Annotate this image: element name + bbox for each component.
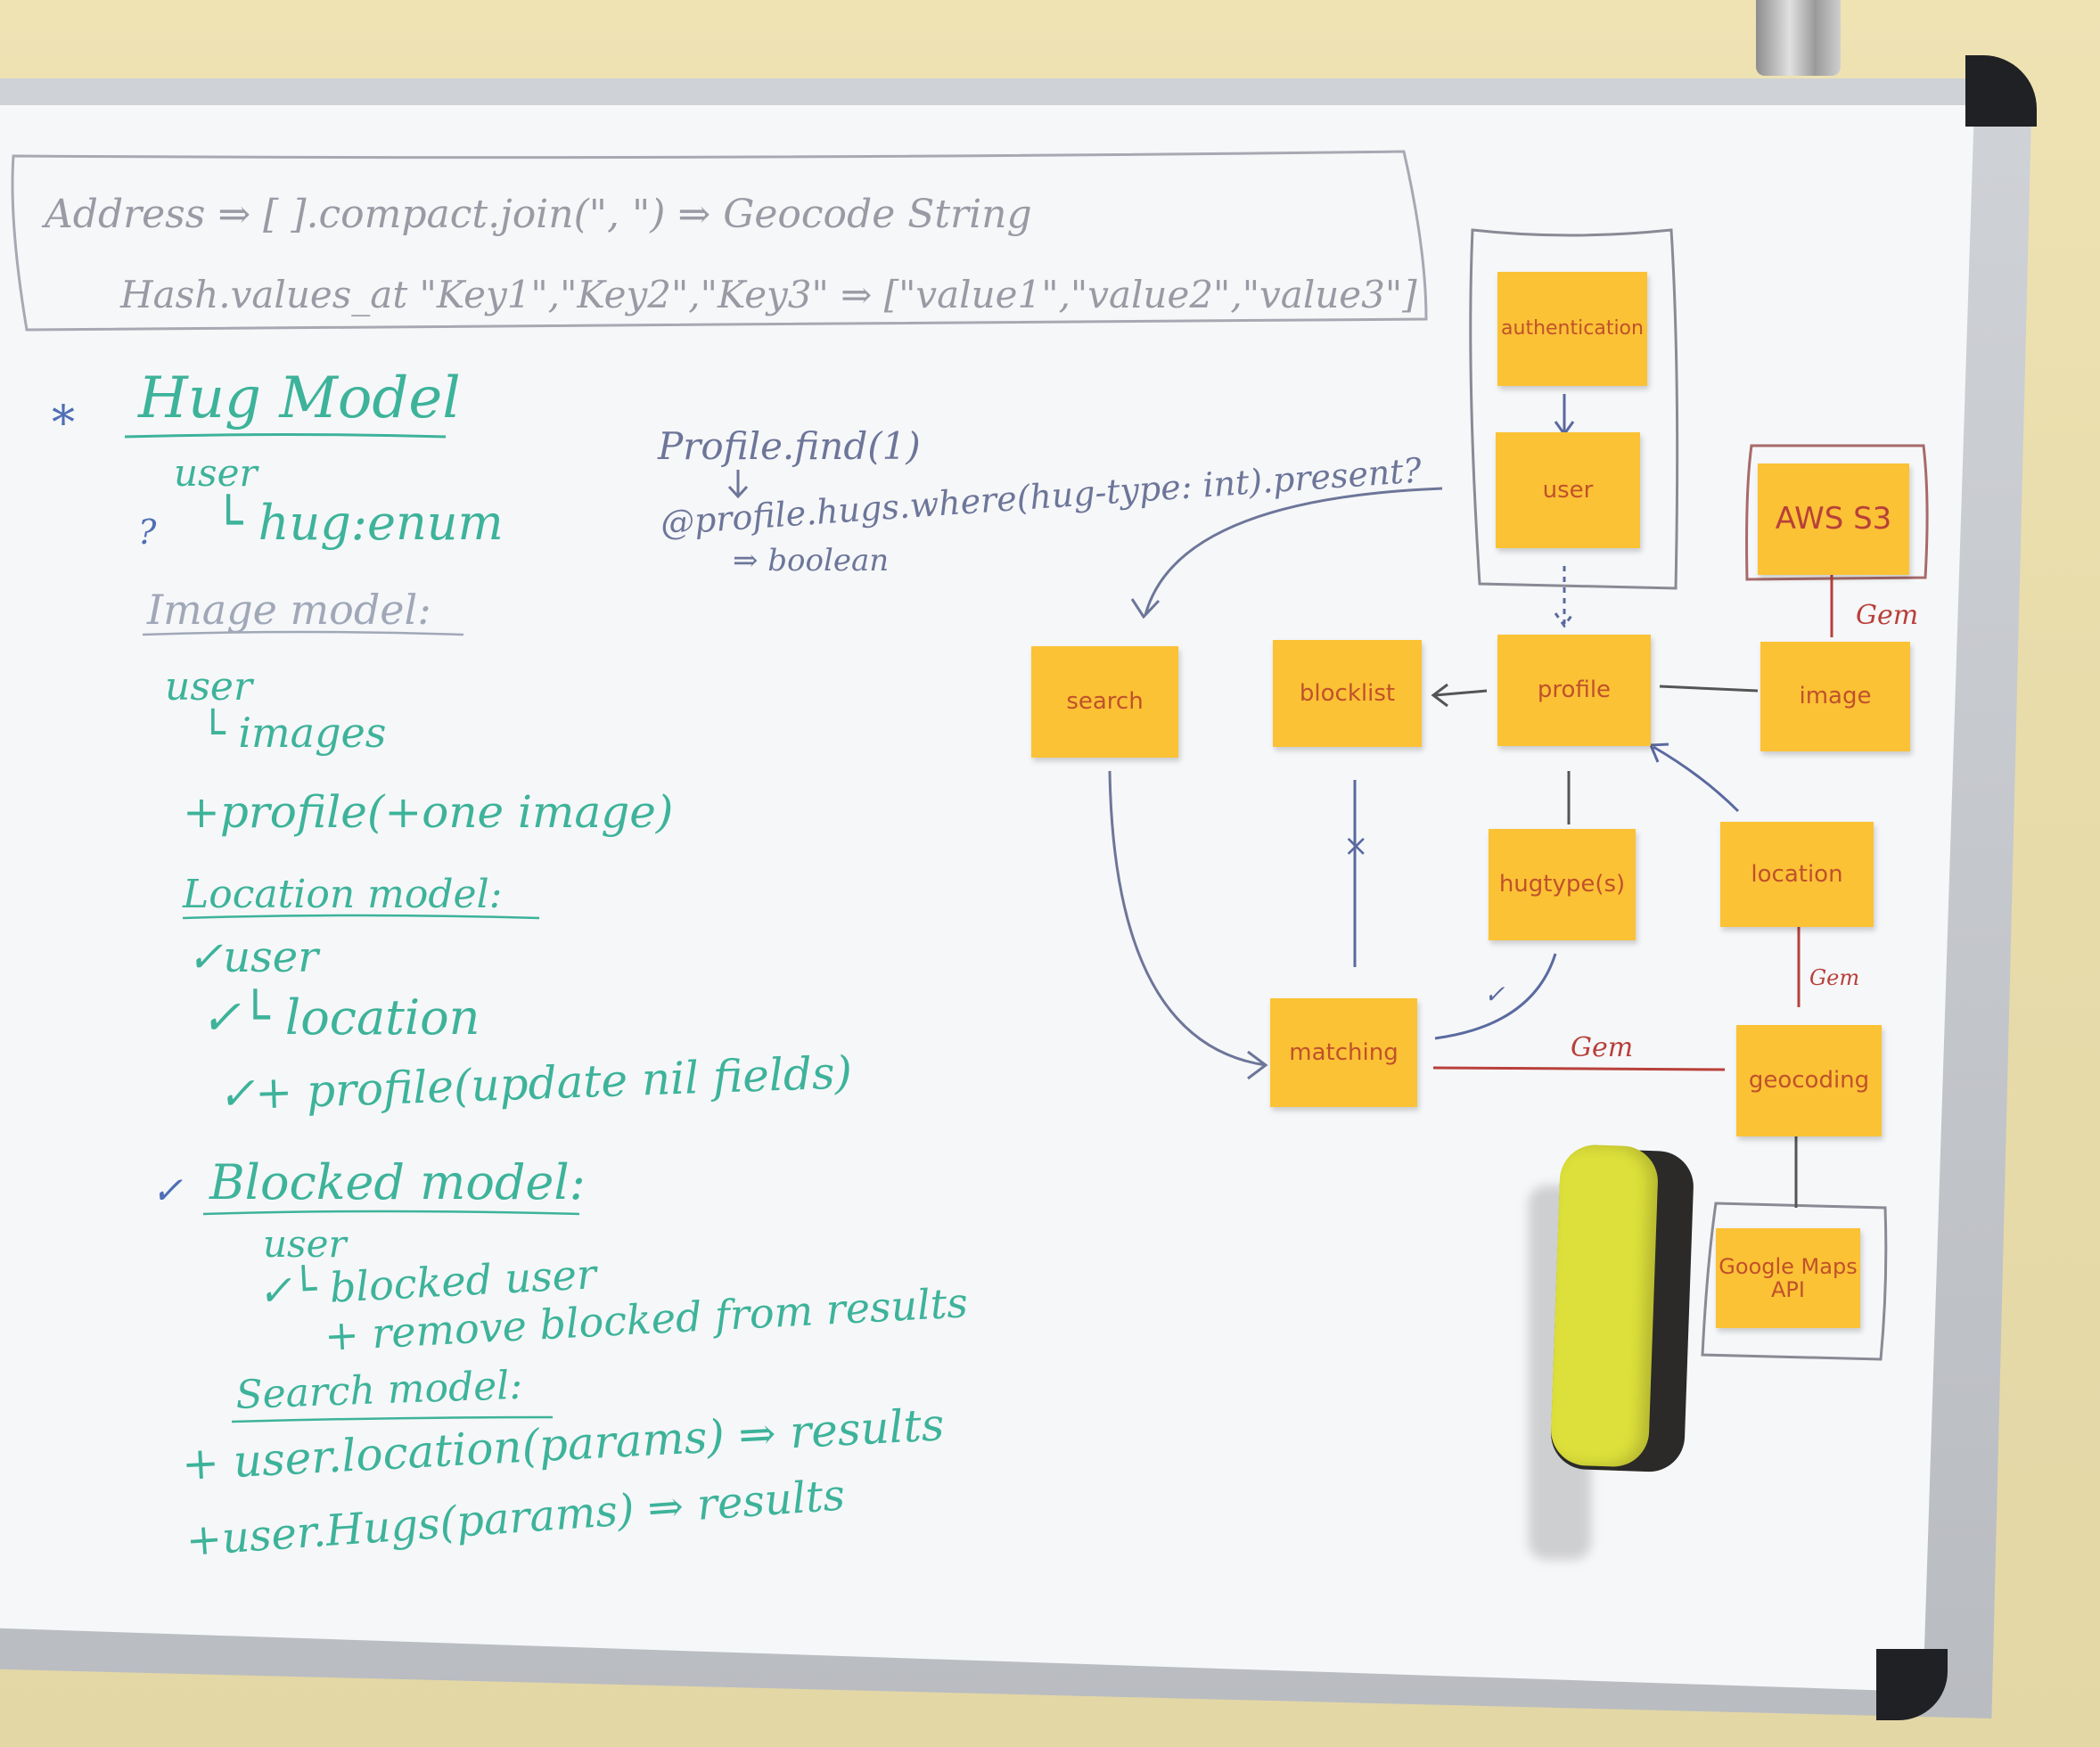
maps-group-outline — [1701, 1202, 1888, 1361]
location-profile: ✓+ profile(update nil fields) — [217, 1046, 853, 1120]
check-mark: ✓ — [1484, 980, 1505, 1009]
location-model-underline — [182, 914, 540, 920]
star-mark: * — [52, 397, 75, 450]
top-box-line2: Hash.values_at "Key1","Key2","Key3" ⇒ ["… — [119, 273, 1417, 316]
note-authentication: authentication — [1497, 272, 1647, 386]
blocked-model-title: Blocked model: — [209, 1154, 586, 1210]
search-model-title: Search model: — [235, 1363, 523, 1418]
image-profile: +profile(+one image) — [183, 786, 673, 838]
hug-model-title: Hug Model — [137, 365, 461, 431]
note-user: user — [1496, 432, 1640, 548]
down-arrow-icon — [727, 470, 749, 499]
gem-aws-label: Gem — [1856, 600, 1918, 631]
hug-user: user — [174, 451, 259, 495]
user-to-profile-arrow — [1554, 566, 1575, 628]
top-box-line1: Address ⇒ [ ].compact.join(", ") ⇒ Geoco… — [41, 192, 1032, 237]
note-blocklist: blocklist — [1273, 640, 1422, 747]
location-model-title: Location model: — [182, 872, 502, 917]
matching-geocoding-line — [1432, 1066, 1726, 1071]
location-user: ✓user — [187, 932, 321, 982]
location-to-profile-arrow — [1648, 742, 1740, 813]
note-search: search — [1031, 646, 1178, 758]
image-user: user — [165, 664, 255, 709]
location-location: ✓└ location — [201, 988, 480, 1046]
note-geocoding: geocoding — [1736, 1025, 1882, 1136]
note-image: image — [1760, 642, 1910, 751]
auth-group-outline — [1469, 228, 1679, 590]
note-hugtypes: hugtype(s) — [1489, 829, 1636, 940]
user-to-search-arrow — [1130, 487, 1443, 619]
blocked-model-underline — [202, 1210, 580, 1216]
aws-group-outline — [1745, 444, 1929, 581]
note-google-maps-api: Google Maps API — [1716, 1228, 1860, 1328]
gem-location-label: Gem — [1809, 965, 1859, 990]
query-line1: Profile.find(1) — [657, 424, 921, 468]
wall-hook — [1756, 0, 1841, 76]
top-box-outline — [11, 150, 1428, 332]
note-aws-s3: AWS S3 — [1758, 463, 1909, 575]
image-images: └ images — [201, 708, 386, 757]
hug-enum: └ hug:enum — [214, 494, 504, 551]
question-mark: ? — [138, 513, 157, 552]
eraser-handle — [1549, 1144, 1660, 1468]
query-line3: ⇒ boolean — [733, 543, 889, 578]
hug-model-underline — [124, 433, 447, 439]
image-model-title: Image model: — [146, 586, 431, 634]
search-to-matching-arrow — [1108, 770, 1268, 1080]
note-profile: profile — [1497, 635, 1651, 746]
profile-to-blocklist-arrow — [1431, 683, 1488, 708]
image-to-profile-line — [1659, 685, 1759, 693]
image-model-underline — [142, 630, 464, 636]
blocked-user: user — [263, 1222, 349, 1266]
note-location: location — [1720, 822, 1874, 927]
hugtypes-to-matching-line — [1434, 953, 1557, 1040]
auth-to-user-arrow — [1554, 394, 1575, 437]
gem-matching-label: Gem — [1571, 1032, 1633, 1063]
blocked-check: ✓ — [152, 1169, 183, 1212]
search-model-underline — [231, 1415, 554, 1423]
x-mark: × — [1343, 828, 1369, 864]
note-matching: matching — [1270, 998, 1417, 1107]
